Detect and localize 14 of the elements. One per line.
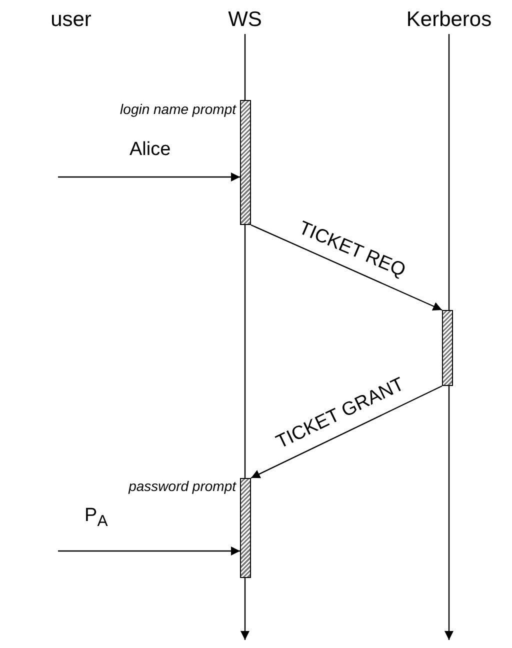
lifeline-label: user [40, 8, 102, 34]
activation-bar [442, 310, 453, 386]
message-arrow [58, 172, 240, 182]
activation-bar [240, 478, 251, 578]
activation-bar [240, 100, 251, 225]
note-text: login name prompt [120, 101, 236, 117]
message-arrow [250, 224, 442, 311]
note-text: password prompt [128, 478, 236, 494]
lifeline-label: Kerberos [400, 8, 498, 34]
edge-label: Alice [130, 139, 171, 161]
lifeline-label: WS [220, 8, 270, 34]
message-arrow [250, 385, 442, 479]
edge-label: P$_{A}$ [84, 505, 108, 531]
message-arrow [58, 546, 240, 556]
